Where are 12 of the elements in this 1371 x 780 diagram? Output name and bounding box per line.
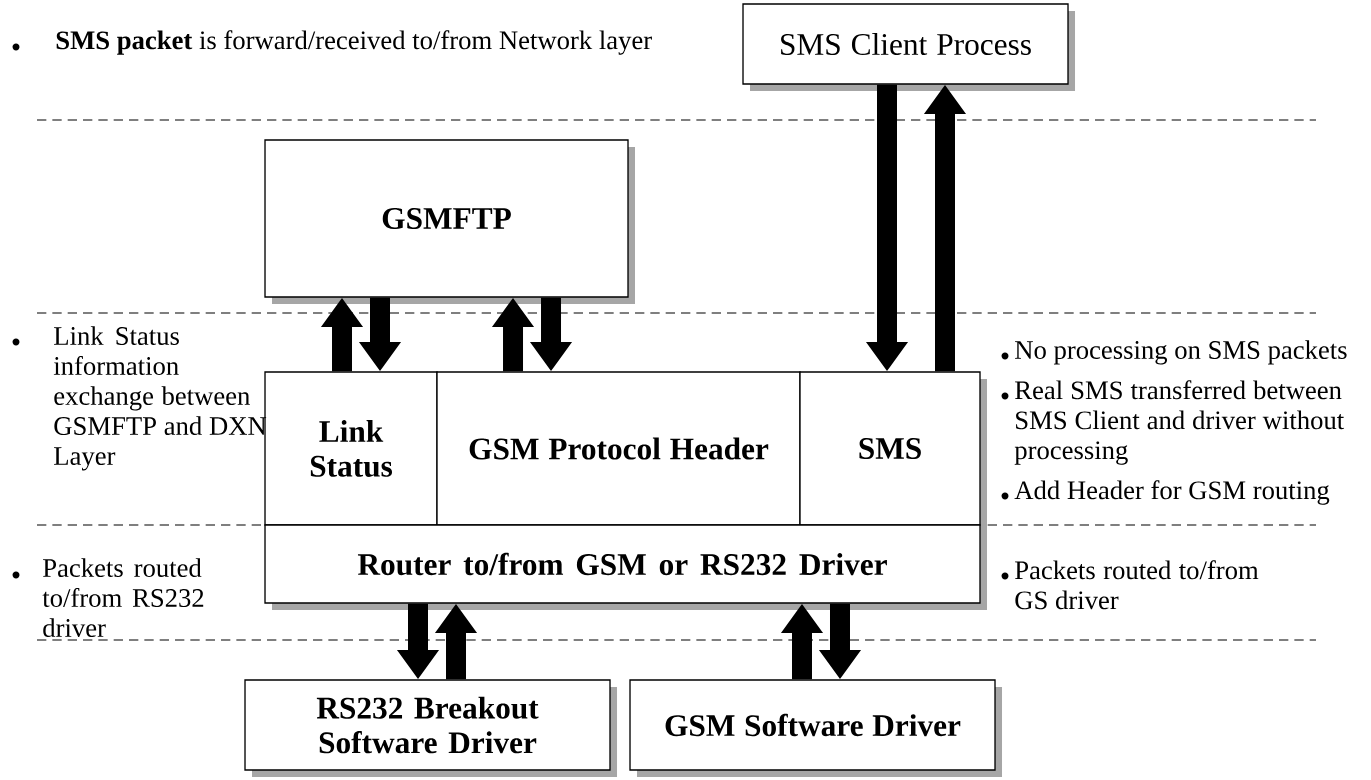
note-text: Real SMS transferred between SMS Client and driver without processing (1014, 380, 1345, 465)
process-box: SMS Client Process (742, 3, 1075, 91)
process-box: GSM Software Driver (629, 679, 1002, 777)
note-text: SMS packet is forward/received to/from Network layer (56, 30, 652, 55)
note-text: Packets routed to/from RS232 driver (42, 558, 204, 637)
process-box: GSMFTP (264, 139, 635, 304)
note-text: No processing on SMS packets (1015, 340, 1347, 365)
note-text: Add Header for GSM routing (1014, 480, 1330, 505)
note-text: Packets routed to/from GS driver (1015, 560, 1259, 610)
process-box: RS232 Breakout Software Driver (244, 679, 617, 777)
process-box: SMS (799, 371, 987, 532)
process-box: Router to/from GSM or RS232 Driver (264, 524, 987, 610)
